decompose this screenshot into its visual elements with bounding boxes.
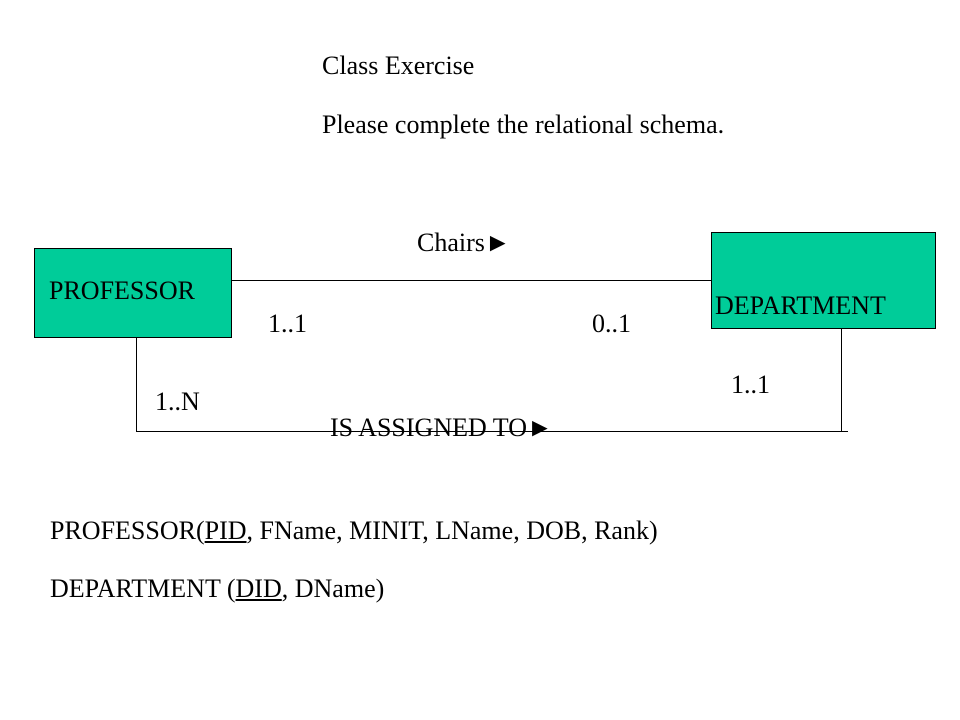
department-entity: DEPARTMENT xyxy=(711,232,936,329)
assigned-professor-cardinality: 1..N xyxy=(155,387,200,416)
professor-schema-attributes: , FName, MINIT, LName, DOB, Rank) xyxy=(246,516,658,545)
department-entity-label: DEPARTMENT xyxy=(715,291,886,320)
professor-schema-prefix: PROFESSOR( xyxy=(50,516,205,545)
chairs-professor-cardinality: 1..1 xyxy=(268,309,307,338)
department-primary-key: DID xyxy=(235,574,282,603)
slide-title: Class Exercise xyxy=(322,51,475,80)
department-schema-attributes: , DName) xyxy=(281,574,385,603)
professor-primary-key: PID xyxy=(204,516,247,545)
chairs-relationship-label: Chairs► xyxy=(417,228,511,257)
professor-schema: PROFESSOR(PID, FName, MINIT, LName, DOB,… xyxy=(50,516,658,546)
assigned-connector-bottom xyxy=(136,431,848,432)
assigned-department-cardinality: 1..1 xyxy=(731,370,770,399)
assigned-connector-left xyxy=(136,338,137,432)
assigned-relationship-label: IS ASSIGNED TO► xyxy=(330,413,553,442)
instruction-text: Please complete the relational schema. xyxy=(322,110,725,139)
department-schema: DEPARTMENT (DID, DName) xyxy=(50,574,384,604)
professor-entity-label: PROFESSOR xyxy=(49,276,195,305)
assigned-connector-right xyxy=(841,329,842,432)
professor-entity: PROFESSOR xyxy=(34,248,232,338)
chairs-department-cardinality: 0..1 xyxy=(592,309,631,338)
department-schema-prefix: DEPARTMENT ( xyxy=(50,574,236,603)
chairs-connector xyxy=(232,280,711,281)
